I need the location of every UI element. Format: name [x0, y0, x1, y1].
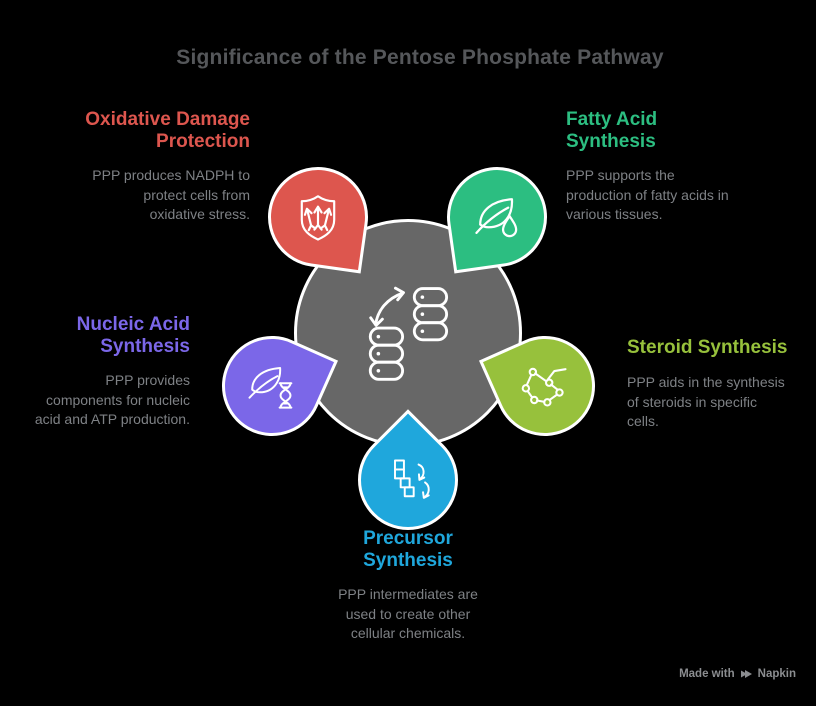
section-precursor-text: Precursor Synthesis PPP intermediates ar… [308, 528, 508, 644]
precursor-body: PPP intermediates are used to create oth… [338, 586, 478, 641]
nucleic-heading: Nucleic Acid Synthesis [76, 314, 190, 357]
petal-nucleic [205, 319, 339, 453]
oxidative-heading: Oxidative Damage Protection [85, 109, 250, 152]
petal-steroid [478, 319, 612, 453]
credit-prefix: Made with [679, 668, 735, 680]
petal-precursor [337, 409, 479, 551]
page-title: Significance of the Pentose Phosphate Pa… [176, 46, 664, 69]
petal-fatty [440, 160, 554, 274]
section-steroid-text: Steroid Synthesis PPP aids in the synthe… [627, 337, 802, 432]
leaf-dna-icon [245, 359, 299, 413]
steroid-body: PPP aids in the synthesis of steroids in… [627, 374, 785, 429]
section-nucleic-text: Nucleic Acid Synthesis PPP provides comp… [18, 314, 190, 430]
shield-arrows-icon [291, 190, 345, 244]
napkin-credit[interactable]: Made with Napkin [679, 668, 796, 680]
blocks-cycle-icon [382, 454, 434, 506]
petal-oxidative [261, 160, 375, 274]
precursor-heading: Precursor Synthesis [363, 528, 453, 571]
steroid-heading: Steroid Synthesis [627, 337, 788, 358]
nucleic-body: PPP provides components for nucleic acid… [34, 372, 190, 427]
database-exchange-icon [363, 285, 453, 382]
section-oxidative-text: Oxidative Damage Protection PPP produces… [58, 109, 250, 225]
section-fatty-text: Fatty Acid Synthesis PPP supports the pr… [566, 109, 766, 225]
credit-brand: Napkin [757, 668, 796, 680]
oxidative-body: PPP produces NADPH to protect cells from… [92, 167, 250, 222]
napkin-logo-icon [740, 668, 753, 680]
molecule-icon [517, 358, 573, 414]
fatty-heading: Fatty Acid Synthesis [566, 109, 658, 152]
fatty-body: PPP supports the production of fatty aci… [566, 167, 729, 222]
leaf-droplet-icon [469, 189, 525, 245]
